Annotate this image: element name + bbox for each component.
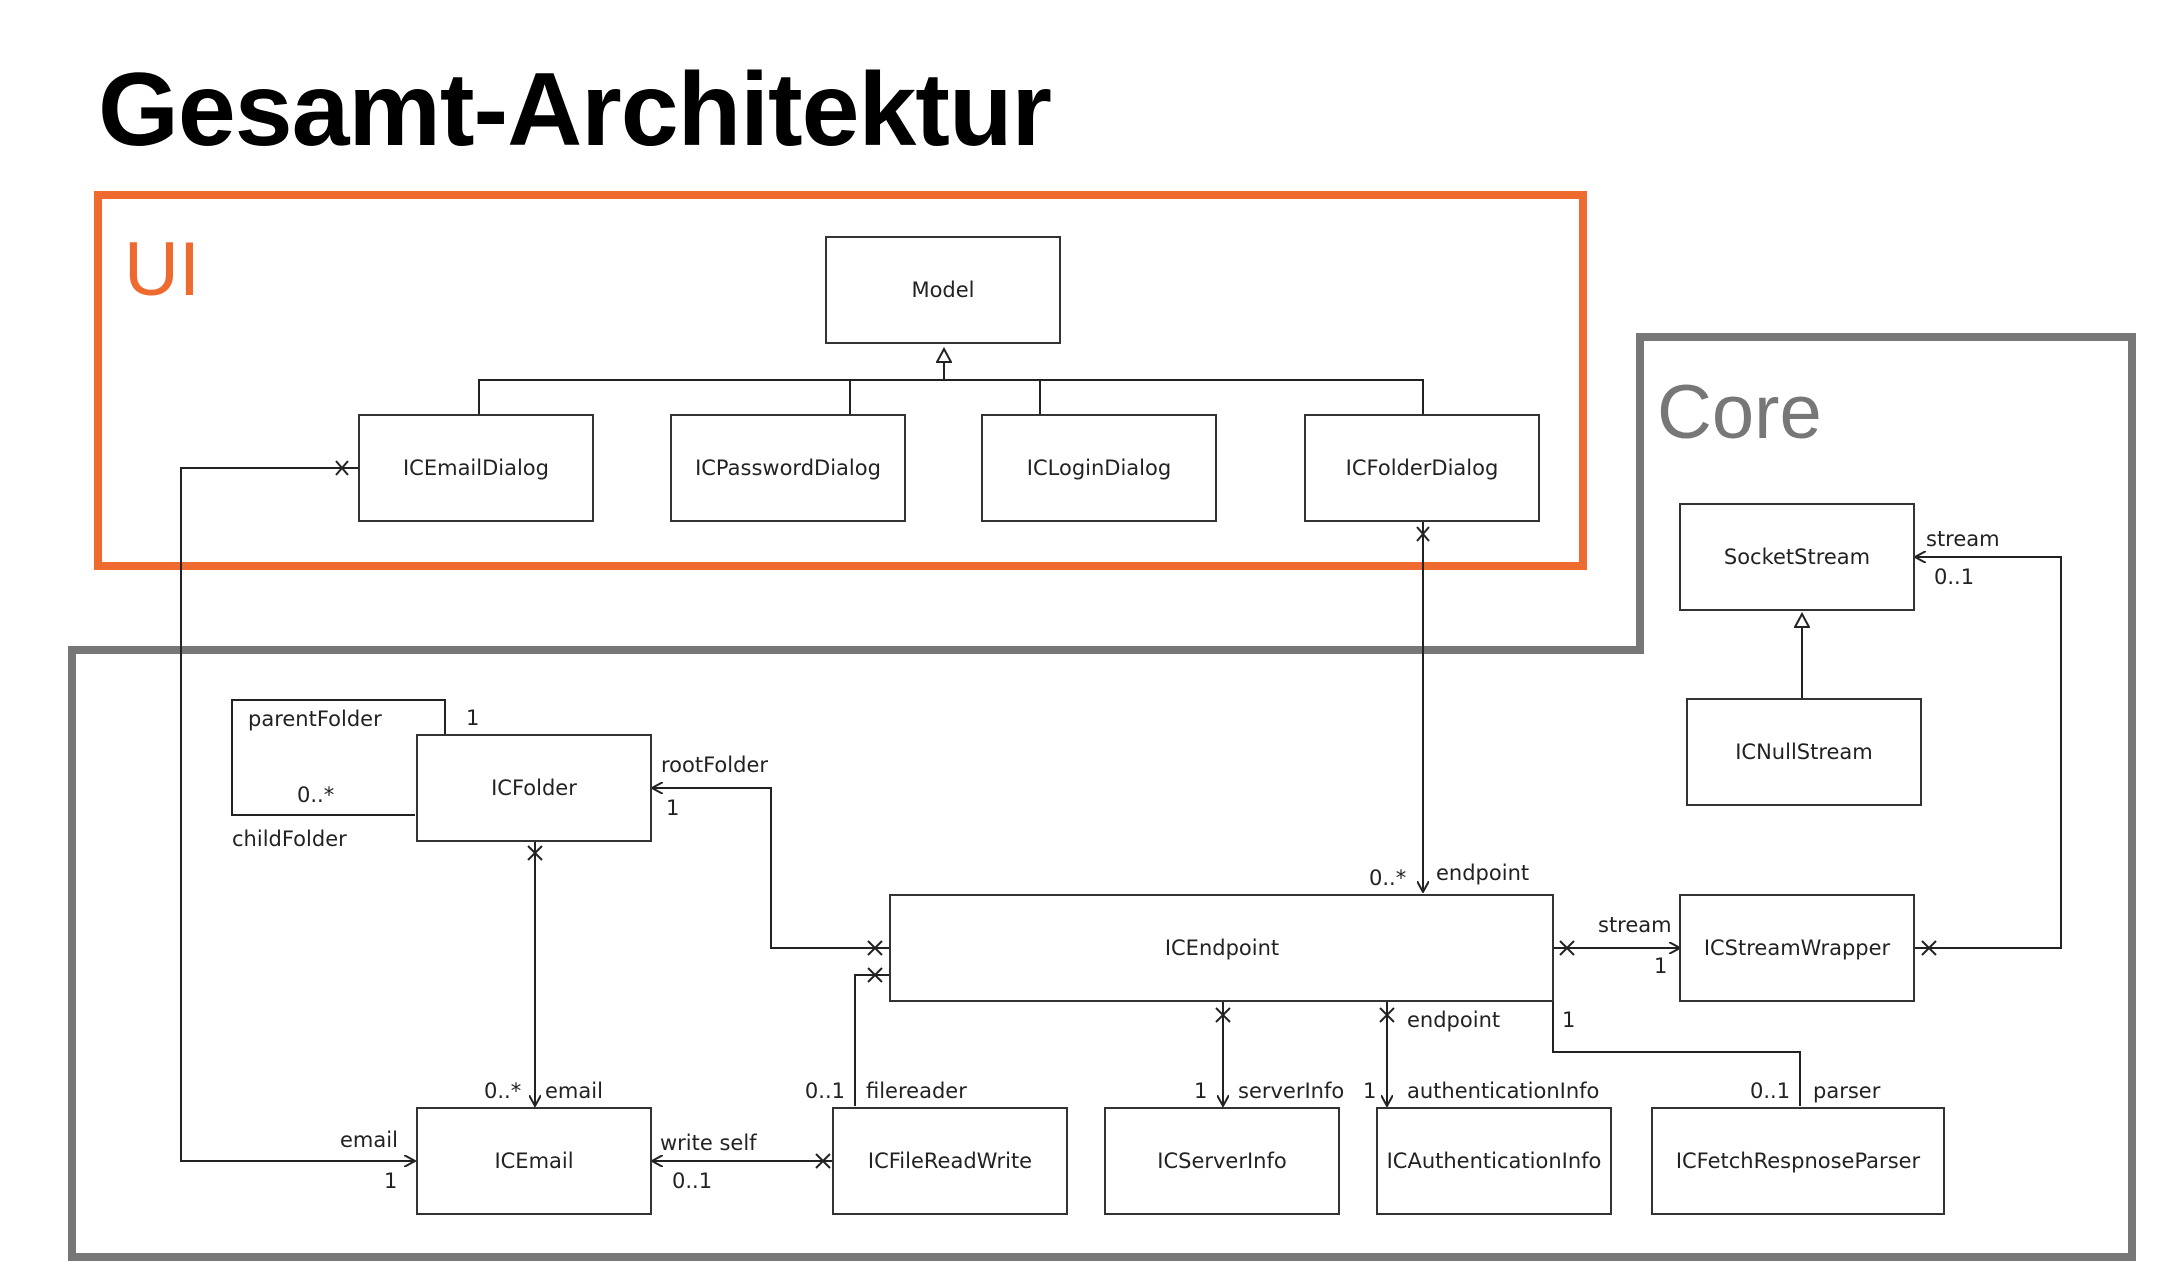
class-name: ICEmail (494, 1149, 573, 1173)
class-name: ICStreamWrapper (1704, 936, 1891, 960)
class-socketstream: SocketStream (1679, 503, 1915, 611)
association-labels: parentFolder 1 0..* childFolder rootFold… (232, 527, 2000, 1193)
class-email: ICEmail (416, 1107, 652, 1215)
assoc-edge-endpoint-folder (652, 788, 890, 949)
multiplicity-label: 1 (1363, 1079, 1376, 1103)
multiplicity-label: 0..1 (672, 1169, 712, 1193)
class-name: ICLoginDialog (1027, 456, 1171, 480)
multiplicity-label: 0..1 (1934, 565, 1974, 589)
multiplicity-label: 1 (1562, 1008, 1575, 1032)
class-name: ICFetchRespnoseParser (1676, 1149, 1921, 1173)
class-emaildialog: ICEmailDialog (358, 414, 594, 522)
role-label: email (545, 1079, 603, 1103)
class-streamwrapper: ICStreamWrapper (1679, 894, 1915, 1002)
class-name: Model (911, 278, 974, 302)
class-endpoint: ICEndpoint (889, 894, 1554, 1002)
multiplicity-label: 1 (1194, 1079, 1207, 1103)
core-region-label: Core (1657, 370, 1822, 455)
multiplicity-label: 0..* (1369, 866, 1406, 890)
non-navigable-markers (335, 460, 1937, 1169)
assoc-edge-folder-self (231, 699, 446, 816)
role-label: serverInfo (1238, 1079, 1344, 1103)
assoc-edge-file-endpoint (854, 974, 890, 1106)
role-label: parser (1813, 1079, 1881, 1103)
class-name: ICFolder (491, 776, 577, 800)
role-label: email (340, 1128, 398, 1152)
class-name: ICEndpoint (1165, 936, 1279, 960)
class-name: ICNullStream (1735, 740, 1873, 764)
role-label: stream (1598, 913, 1672, 937)
role-label: endpoint (1436, 861, 1529, 885)
inheritance-edge-dialogs (478, 349, 1424, 415)
assoc-edge-endpoint-parser (1552, 1000, 1801, 1106)
class-serverinfo: ICServerInfo (1104, 1107, 1340, 1215)
multiplicity-label: 0..1 (805, 1079, 845, 1103)
assoc-edge-streamwrapper-socketstream (1915, 557, 2062, 949)
class-logindialog: ICLoginDialog (981, 414, 1217, 522)
role-label: parentFolder (248, 707, 382, 731)
role-label: childFolder (232, 827, 347, 851)
class-folder: ICFolder (416, 734, 652, 842)
role-label: filereader (866, 1079, 967, 1103)
class-model: Model (825, 236, 1061, 344)
multiplicity-label: 0..1 (1750, 1079, 1790, 1103)
class-authenticationinfo: ICAuthenticationInfo (1376, 1107, 1612, 1215)
multiplicity-label: 0..* (297, 783, 334, 807)
role-label: stream (1926, 527, 2000, 551)
assoc-edge-emaildialog-email (180, 467, 415, 1161)
role-label: write self (660, 1131, 757, 1155)
multiplicity-label: 1 (466, 706, 479, 730)
ui-region-frame (94, 191, 1587, 570)
class-folderdialog: ICFolderDialog (1304, 414, 1540, 522)
core-region-frame (68, 333, 2136, 1261)
class-name: SocketStream (1724, 545, 1870, 569)
class-nullstream: ICNullStream (1686, 698, 1922, 806)
class-name: ICPasswordDialog (695, 456, 881, 480)
multiplicity-label: 1 (666, 796, 679, 820)
multiplicity-label: 1 (384, 1169, 397, 1193)
class-name: ICServerInfo (1157, 1149, 1286, 1173)
class-name: ICEmailDialog (403, 456, 549, 480)
role-label: rootFolder (661, 753, 768, 777)
ui-region-label: UI (124, 227, 200, 312)
class-name: ICFolderDialog (1346, 456, 1499, 480)
role-label: endpoint (1407, 1008, 1500, 1032)
class-fetchresponseparser: ICFetchRespnoseParser (1651, 1107, 1945, 1215)
multiplicity-label: 0..* (484, 1079, 521, 1103)
class-name: ICFileReadWrite (868, 1149, 1032, 1173)
multiplicity-label: 1 (1654, 954, 1667, 978)
class-filereadwrite: ICFileReadWrite (832, 1107, 1068, 1215)
class-name: ICAuthenticationInfo (1387, 1149, 1602, 1173)
edges (180, 349, 2062, 1169)
role-label: authenticationInfo (1407, 1079, 1599, 1103)
page-title: Gesamt-Architektur (98, 52, 1052, 168)
class-passworddialog: ICPasswordDialog (670, 414, 906, 522)
